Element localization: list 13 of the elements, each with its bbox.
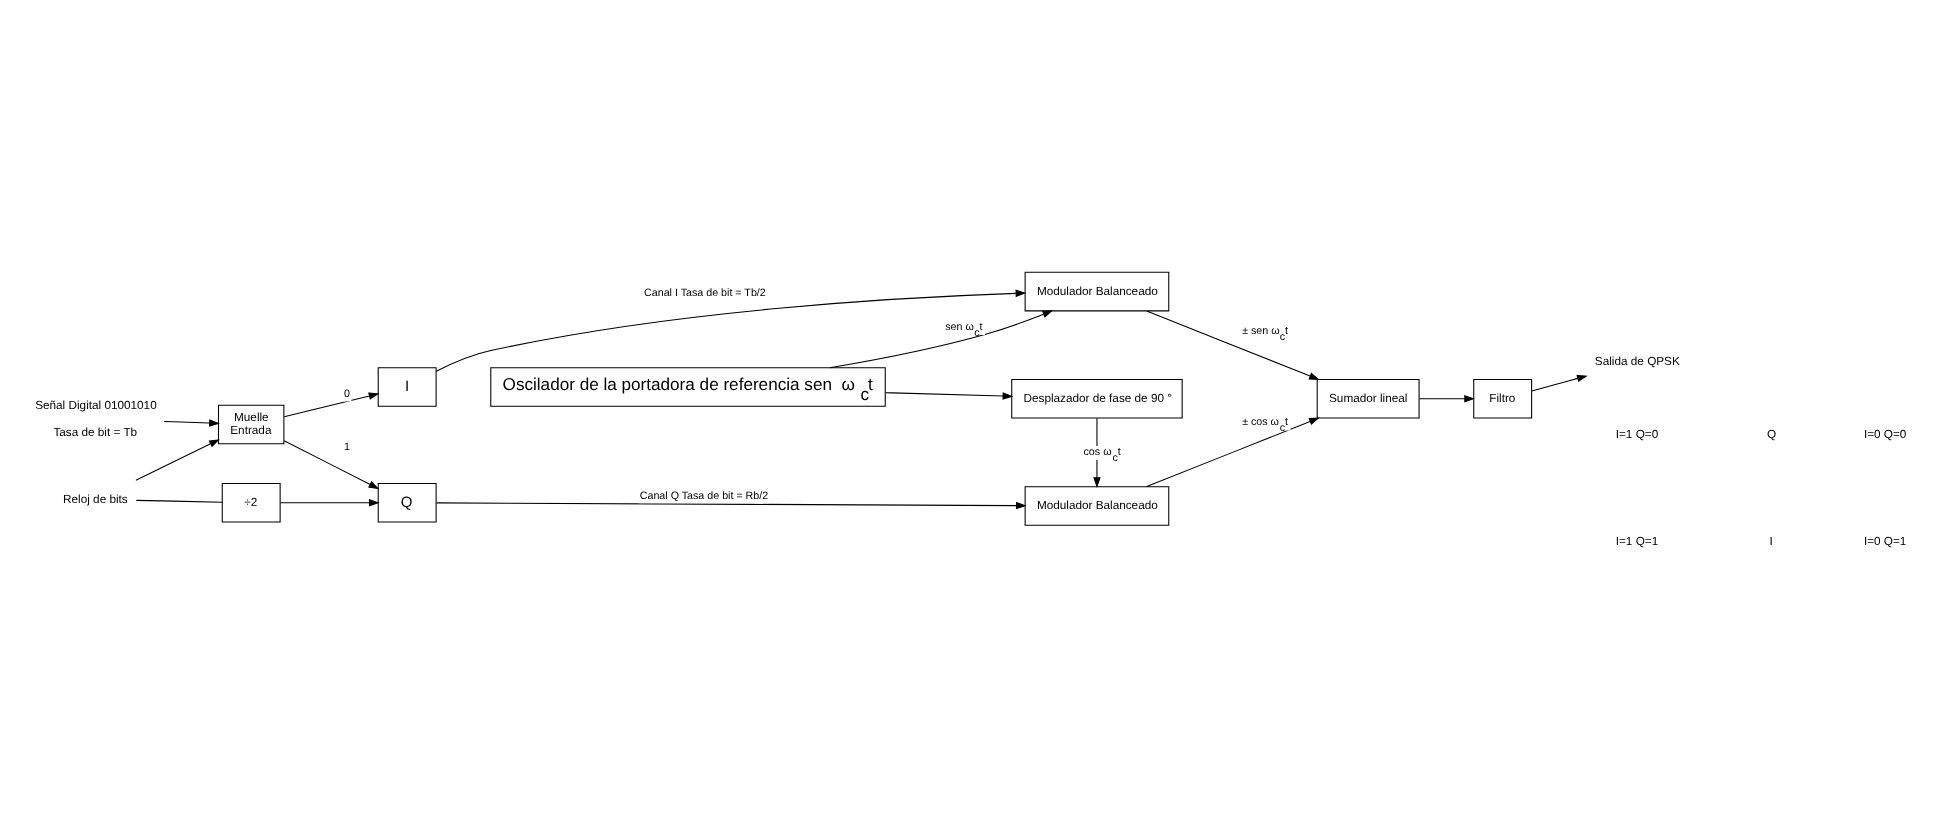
arrow: [283, 391, 380, 417]
arrow: [135, 438, 220, 480]
arrow: [829, 309, 1054, 368]
arrow: [1418, 394, 1475, 402]
arrow: [1093, 416, 1101, 487]
connector: [135, 498, 223, 502]
arrow: [279, 498, 380, 506]
arrow: [1531, 373, 1588, 391]
arrow: [1146, 309, 1320, 379]
arrow: [435, 288, 1027, 371]
arrow: [435, 500, 1027, 509]
arrow: [163, 418, 220, 426]
arrow: [884, 391, 1014, 399]
